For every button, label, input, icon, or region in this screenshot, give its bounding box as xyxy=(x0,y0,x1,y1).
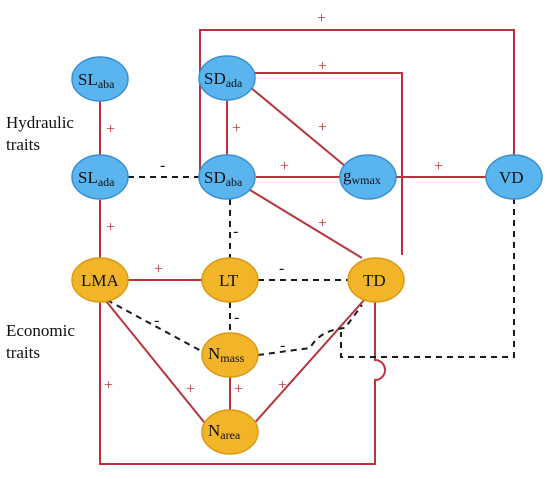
node-sl-ada-main: SL xyxy=(78,168,98,187)
node-sd-aba: SDaba xyxy=(198,154,256,200)
node-gwmax: gwmax xyxy=(339,154,397,200)
hydraulic-traits-label: Hydraulic xyxy=(6,113,74,132)
edge-nmass-td xyxy=(257,304,363,356)
node-lma: LMA xyxy=(71,257,129,303)
edge-sdaba-td xyxy=(249,189,363,259)
node-sl-aba: SLaba xyxy=(71,56,129,102)
sign-td-narea: + xyxy=(278,377,287,394)
node-gwmax-main: g xyxy=(343,166,352,185)
node-gwmax-sub: wmax xyxy=(352,173,381,187)
svg-text:Narea: Narea xyxy=(208,421,241,442)
node-sl-ada-sub: ada xyxy=(98,175,115,189)
sign-gwmax-vd: + xyxy=(434,158,443,175)
edge-td-narea xyxy=(250,298,366,428)
sign-sdada-td: + xyxy=(318,58,327,75)
sign-top-loop: + xyxy=(317,10,326,27)
node-sd-ada-main: SD xyxy=(204,69,226,88)
economic-traits-label-line2: traits xyxy=(6,343,40,362)
svg-text:SDaba: SDaba xyxy=(204,168,243,189)
node-td: TD xyxy=(347,257,405,303)
sign-lma-loop: + xyxy=(104,377,113,394)
sign-lma-narea: + xyxy=(186,381,195,398)
sign-nmass-narea: + xyxy=(234,381,243,398)
node-sd-ada-sub: ada xyxy=(226,76,243,90)
node-sl-aba-main: SL xyxy=(78,70,98,89)
node-lt-label: LT xyxy=(219,271,239,290)
svg-text:Nmass: Nmass xyxy=(208,344,245,365)
sign-sdada-gwmax: + xyxy=(318,119,327,136)
edge-lma-nmass xyxy=(106,299,204,353)
node-nmass-main: N xyxy=(208,344,220,363)
economic-traits-label: Economic xyxy=(6,321,75,340)
node-narea: Narea xyxy=(201,409,259,455)
edge-signs: + + + + + + + + + + + + + + - - - - - - xyxy=(104,10,443,398)
svg-text:SLaba: SLaba xyxy=(78,70,115,91)
edge-lma-td-bottom-loop xyxy=(99,302,386,465)
sign-sdaba-gwmax: + xyxy=(280,158,289,175)
sign-lt-td: - xyxy=(279,260,284,277)
node-nmass-sub: mass xyxy=(220,351,244,365)
sign-lma-lt: + xyxy=(154,261,163,278)
node-nmass: Nmass xyxy=(201,332,259,378)
edge-sdada-td xyxy=(255,72,403,255)
hydraulic-traits-label-line2: traits xyxy=(6,135,40,154)
node-sl-ada: SLada xyxy=(71,154,129,200)
node-lt: LT xyxy=(201,257,259,303)
edge-lma-narea xyxy=(105,300,209,428)
edge-vd-td xyxy=(340,198,515,358)
sign-sdaba-td: + xyxy=(318,215,327,232)
node-sd-ada: SDada xyxy=(198,55,256,101)
node-sd-aba-sub: aba xyxy=(226,175,243,189)
edge-sdaba-vd-top-loop xyxy=(199,29,515,178)
sign-sdada-sdaba: + xyxy=(232,120,241,137)
sign-nmass-td: - xyxy=(280,337,285,354)
sign-lma-nmass: - xyxy=(154,312,159,329)
sign-slada-lma: + xyxy=(106,219,115,236)
positive-edges xyxy=(99,29,515,465)
node-sd-aba-main: SD xyxy=(204,168,226,187)
sign-sdaba-lt: - xyxy=(233,223,238,240)
node-vd-label: VD xyxy=(499,168,524,187)
edge-sdada-gwmax xyxy=(249,86,346,167)
sign-slaba-slada: + xyxy=(106,121,115,138)
node-lma-label: LMA xyxy=(81,271,120,290)
negative-edges xyxy=(106,176,515,358)
svg-text:gwmax: gwmax xyxy=(343,166,381,187)
sign-lt-nmass: - xyxy=(234,309,239,326)
node-narea-main: N xyxy=(208,421,220,440)
node-vd: VD xyxy=(485,154,543,200)
svg-text:SDada: SDada xyxy=(204,69,243,90)
svg-text:SLada: SLada xyxy=(78,168,115,189)
sign-slada-sdaba: - xyxy=(160,157,165,174)
node-td-label: TD xyxy=(363,271,386,290)
node-sl-aba-sub: aba xyxy=(98,77,115,91)
node-narea-sub: area xyxy=(220,428,241,442)
